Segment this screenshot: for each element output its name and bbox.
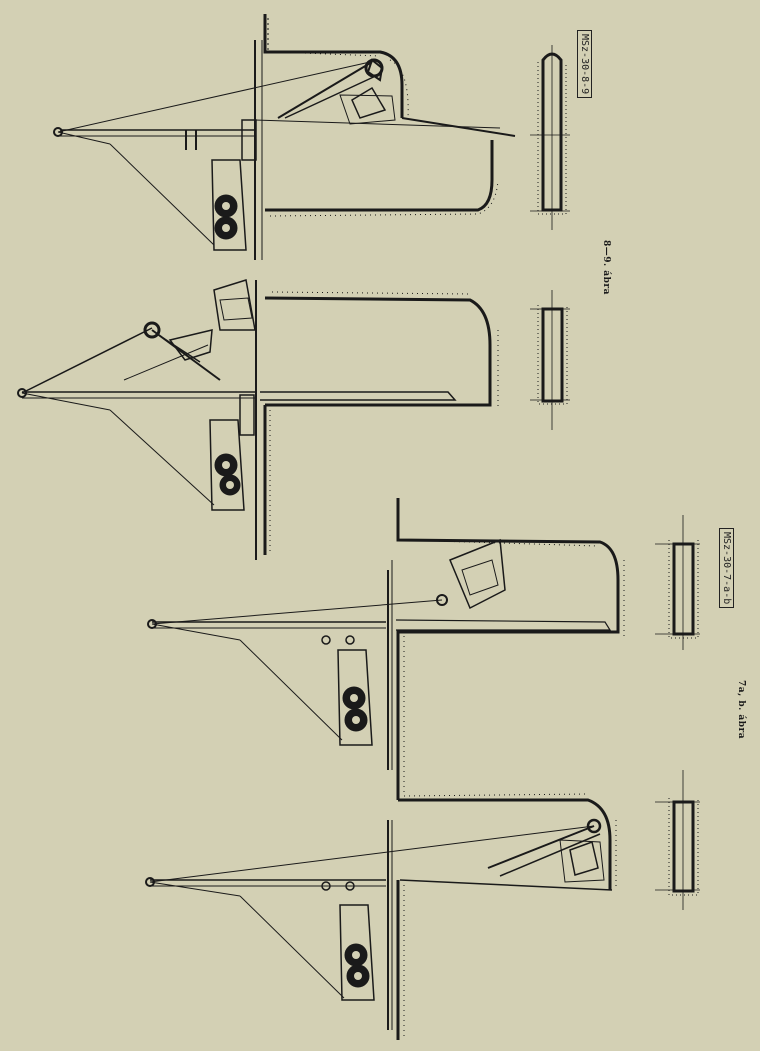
cross-section-8 — [530, 45, 570, 230]
excavator-fig-9 — [17, 279, 499, 560]
excavator-fig-7a — [147, 498, 625, 800]
drawing-code-7ab: MSz-30-7-a-b — [719, 528, 734, 609]
excavator-fig-7b — [145, 793, 617, 1040]
caption-fig-7ab: 7a, b. ábra — [736, 680, 746, 740]
caption-fig-8-9: 8—9. ábra — [601, 240, 611, 295]
drawing-code-8-9: MSz-30-8-9 — [577, 30, 592, 99]
cross-section-9 — [530, 290, 570, 430]
cross-section-7a — [655, 515, 700, 650]
excavator-fig-8 — [53, 14, 516, 260]
cross-section-7b — [655, 770, 700, 910]
